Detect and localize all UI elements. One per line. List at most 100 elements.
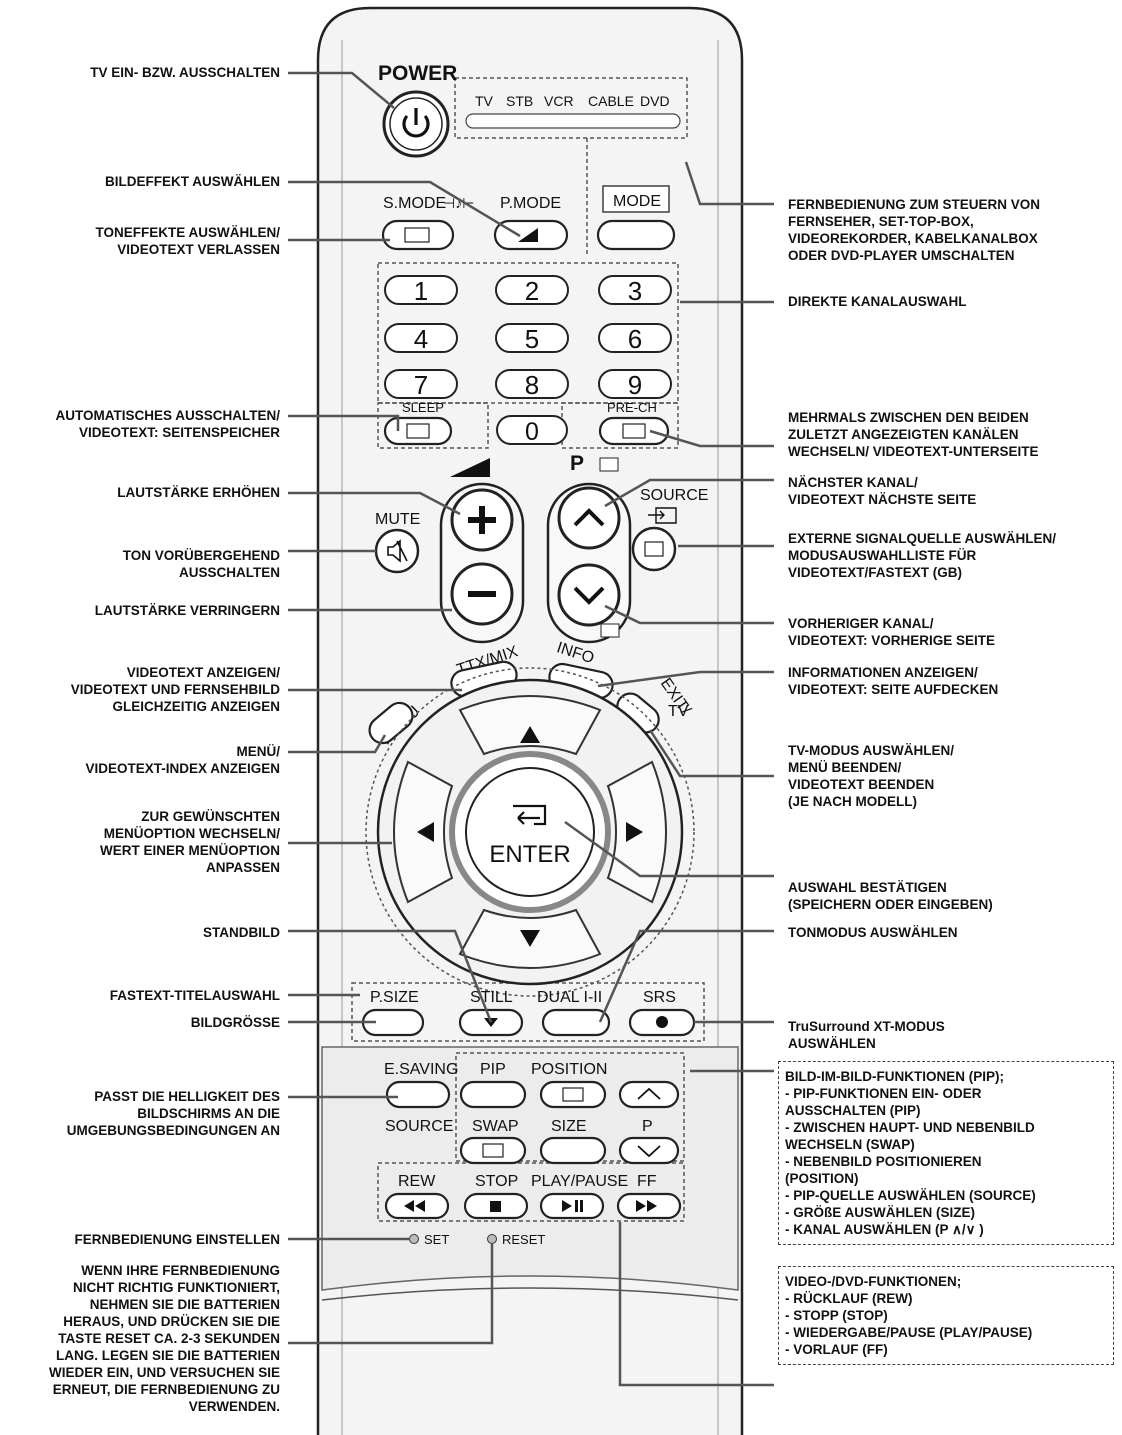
svg-text:SOURCE: SOURCE bbox=[640, 487, 708, 504]
menu-button[interactable] bbox=[364, 698, 417, 749]
label-enter: AUSWAHL BESTÄTIGEN (SPEICHERN ODER EINGE… bbox=[788, 880, 993, 912]
arrow-right-icon bbox=[626, 822, 643, 842]
svg-text:MODE: MODE bbox=[613, 193, 661, 210]
device-selector: TV STB VCR CABLE DVD bbox=[475, 93, 670, 109]
channel-down-button[interactable] bbox=[557, 563, 621, 627]
pip-channel-up-button[interactable] bbox=[618, 1080, 680, 1109]
chevron-up-icon bbox=[573, 508, 605, 527]
label-fastext: FASTEXT-TITELAUSWAHL bbox=[109, 988, 280, 1003]
svg-text:E.SAVING: E.SAVING bbox=[384, 1061, 458, 1078]
digit-label: 3 bbox=[628, 276, 642, 306]
label-mute: TON VORÜBERGEHEND AUSSCHALTEN bbox=[122, 548, 280, 580]
label-channel-down: VORHERIGER KANAL/ VIDEOTEXT: VORHERIGE S… bbox=[788, 616, 996, 648]
sound-effect-icon: ⊣♪⊢ bbox=[443, 195, 474, 211]
digit-label: 9 bbox=[628, 370, 642, 400]
svg-text:P.SIZE: P.SIZE bbox=[370, 989, 419, 1006]
digit-button-0[interactable] bbox=[496, 415, 568, 445]
enter-button[interactable] bbox=[465, 767, 595, 897]
arrow-down-icon bbox=[520, 930, 540, 947]
label-menu: MENÜ/ VIDEOTEXT-INDEX ANZEIGEN bbox=[85, 744, 280, 776]
svg-text:PIP: PIP bbox=[480, 1061, 506, 1078]
digit-label: 5 bbox=[525, 324, 539, 354]
svg-text:SLEEP: SLEEP bbox=[402, 400, 444, 415]
svg-text:POSITION: POSITION bbox=[531, 1061, 607, 1078]
svg-text:P: P bbox=[570, 452, 584, 475]
svg-text:SET: SET bbox=[424, 1232, 449, 1247]
svg-text:TV: TV bbox=[668, 703, 689, 720]
esaving-button[interactable] bbox=[385, 1080, 451, 1109]
label-sound-effect: TONEFFEKTE AUSWÄHLEN/ VIDEOTEXT VERLASSE… bbox=[95, 225, 281, 257]
digit-button-6[interactable] bbox=[598, 323, 672, 353]
label-mode: FERNBEDIENUNG ZUM STEUERN VON FERNSEHER,… bbox=[788, 197, 1041, 263]
svg-text:FF: FF bbox=[637, 1173, 657, 1190]
digit-button-5[interactable] bbox=[495, 323, 569, 353]
label-psize: BILDGRÖSSE bbox=[190, 1015, 280, 1030]
reset-button[interactable] bbox=[487, 1234, 497, 1244]
digit-button-2[interactable] bbox=[495, 275, 569, 305]
svg-text:DVD: DVD bbox=[640, 93, 670, 109]
label-channel-up: NÄCHSTER KANAL/ VIDEOTEXT NÄCHSTE SEITE bbox=[788, 475, 977, 507]
set-button[interactable] bbox=[409, 1234, 419, 1244]
svg-text:STOP: STOP bbox=[475, 1173, 518, 1190]
label-sleep: AUTOMATISCHES AUSSCHALTEN/ VIDEOTEXT: SE… bbox=[55, 408, 280, 440]
label-prech: MEHRMALS ZWISCHEN DEN BEIDEN ZULETZT ANG… bbox=[788, 410, 1039, 459]
svg-text:STB: STB bbox=[506, 93, 533, 109]
svg-text:REW: REW bbox=[398, 1173, 436, 1190]
label-srs: TruSurround XT-MODUS AUSWÄHLEN bbox=[788, 1019, 945, 1051]
power-icon bbox=[402, 114, 430, 138]
volume-wedge-icon bbox=[450, 458, 490, 477]
label-source: EXTERNE SIGNALQUELLE AUSWÄHLEN/ MODUSAUS… bbox=[788, 531, 1057, 580]
label-navigate: ZUR GEWÜNSCHTEN MENÜOPTION WECHSELN/ WER… bbox=[99, 809, 280, 875]
video-functions-box: VIDEO-/DVD-FUNKTIONEN; - RÜCKLAUF (REW) … bbox=[778, 1266, 1114, 1365]
label-still: STANDBILD bbox=[203, 925, 280, 940]
leader-lines bbox=[288, 71, 774, 1387]
svg-text:P: P bbox=[642, 1118, 653, 1135]
label-info: INFORMATIONEN ANZEIGEN/ VIDEOTEXT: SEITE… bbox=[788, 665, 999, 697]
dpad-up-button[interactable] bbox=[458, 695, 602, 756]
svg-text:DUAL I-II: DUAL I-II bbox=[537, 989, 602, 1006]
label-set: FERNBEDIENUNG EINSTELLEN bbox=[74, 1232, 280, 1247]
label-digits: DIREKTE KANALAUSWAHL bbox=[788, 294, 967, 309]
label-ttx: VIDEOTEXT ANZEIGEN/ VIDEOTEXT UND FERNSE… bbox=[70, 665, 280, 714]
svg-text:0: 0 bbox=[525, 418, 539, 446]
mute-icon bbox=[387, 539, 408, 563]
label-exit: TV-MODUS AUSWÄHLEN/ MENÜ BEENDEN/ VIDEOT… bbox=[788, 743, 954, 809]
dual-button[interactable] bbox=[541, 1008, 611, 1037]
svg-text:SOURCE: SOURCE bbox=[385, 1118, 453, 1135]
svg-text:SIZE: SIZE bbox=[551, 1118, 587, 1135]
svg-text:S.MODE: S.MODE bbox=[383, 195, 446, 212]
digit-label: 4 bbox=[414, 324, 428, 354]
power-label: POWER bbox=[378, 62, 457, 85]
digit-button-4[interactable] bbox=[384, 323, 458, 353]
arrow-up-icon bbox=[520, 726, 540, 743]
chevron-down-icon bbox=[573, 586, 605, 605]
enter-icon bbox=[513, 804, 547, 826]
size-button[interactable] bbox=[539, 1136, 607, 1165]
svg-text:MUTE: MUTE bbox=[375, 511, 420, 528]
device-indicator-bar bbox=[465, 113, 681, 129]
svg-text:ENTER: ENTER bbox=[489, 841, 570, 868]
svg-text:SWAP: SWAP bbox=[472, 1118, 519, 1135]
digit-button-7[interactable] bbox=[384, 369, 458, 399]
svg-text:PRE-CH: PRE-CH bbox=[607, 400, 657, 415]
pip-button[interactable] bbox=[459, 1080, 527, 1109]
pip-channel-down-button[interactable] bbox=[618, 1136, 680, 1165]
digit-button-1[interactable] bbox=[384, 275, 458, 305]
digit-button-8[interactable] bbox=[495, 369, 569, 399]
label-volume-up: LAUTSTÄRKE ERHÖHEN bbox=[117, 485, 280, 500]
mode-button[interactable] bbox=[596, 219, 676, 251]
arrow-left-icon bbox=[417, 822, 434, 842]
svg-text:CABLE: CABLE bbox=[588, 93, 634, 109]
svg-text:PLAY/PAUSE: PLAY/PAUSE bbox=[531, 1173, 628, 1190]
digit-label: 7 bbox=[414, 370, 428, 400]
digit-button-3[interactable] bbox=[598, 275, 672, 305]
digit-label: 6 bbox=[628, 324, 642, 354]
label-reset: WENN IHRE FERNBEDIENUNG NICHT RICHTIG FU… bbox=[48, 1263, 280, 1414]
digit-button-9[interactable] bbox=[598, 369, 672, 399]
label-power: TV EIN- BZW. AUSSCHALTEN bbox=[90, 65, 280, 80]
channel-up-button[interactable] bbox=[557, 486, 621, 550]
mute-button[interactable] bbox=[374, 528, 420, 574]
svg-text:SRS: SRS bbox=[643, 989, 676, 1006]
